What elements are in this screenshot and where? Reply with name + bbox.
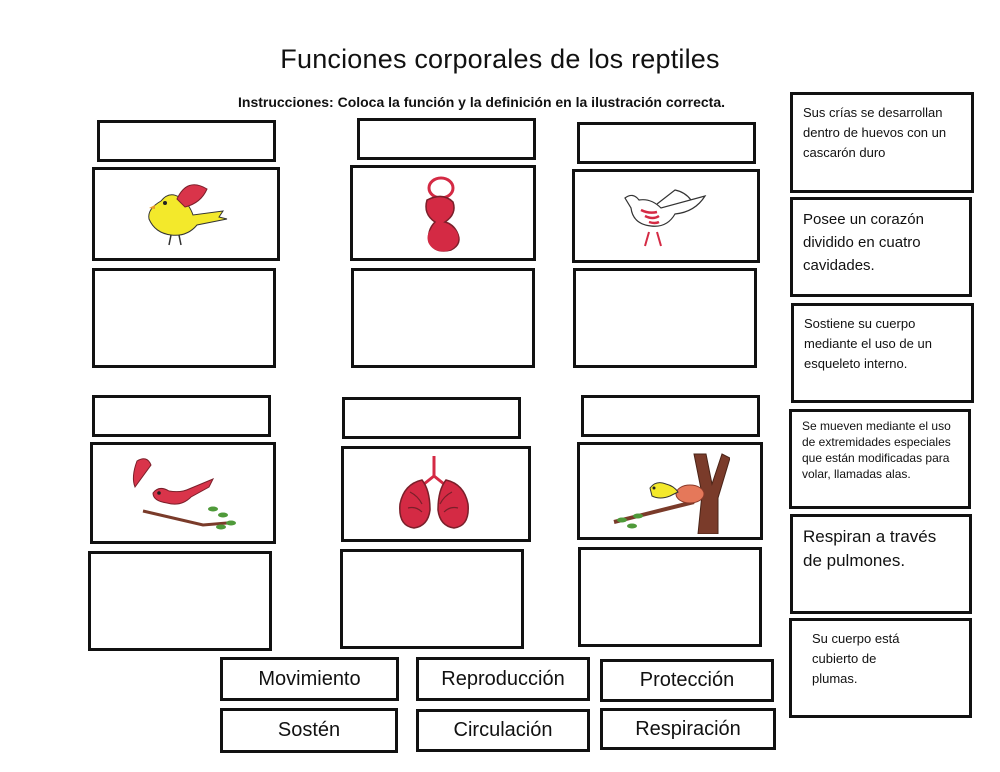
definition-card-2[interactable]: Posee un corazón dividido en cuatro cavi…: [790, 197, 972, 297]
lungs-icon: [399, 456, 469, 529]
function-slot-3[interactable]: [577, 122, 756, 164]
illustration-heart: [350, 165, 536, 261]
function-card-circulacion[interactable]: Circulación: [416, 709, 590, 752]
function-slot-1[interactable]: [97, 120, 276, 162]
illustration-nest: [577, 442, 763, 540]
definition-card-4[interactable]: Se mueven mediante el uso de extremidade…: [789, 409, 971, 509]
function-slot-6[interactable]: [581, 395, 760, 437]
red-bird-feather-icon: [132, 458, 236, 530]
definition-slot-1[interactable]: [92, 268, 276, 368]
illustration-yellow-bird: [92, 167, 280, 261]
function-card-sosten[interactable]: Sostén: [220, 708, 398, 753]
definition-card-6[interactable]: Su cuerpo está cubierto de plumas.: [789, 618, 972, 718]
function-card-respiracion[interactable]: Respiración: [600, 708, 776, 750]
definition-slot-4[interactable]: [88, 551, 272, 651]
definition-slot-3[interactable]: [573, 268, 757, 368]
definition-card-1[interactable]: Sus crías se desarrollan dentro de huevo…: [790, 92, 974, 193]
heart-circulation-icon: [425, 176, 460, 252]
bird-nest-icon: [613, 453, 730, 534]
definition-card-5[interactable]: Respiran a través de pulmones.: [790, 514, 972, 614]
illustration-skeleton: [572, 169, 760, 263]
instructions: Instrucciones: Coloca la función y la de…: [238, 94, 726, 110]
definition-slot-2[interactable]: [351, 268, 535, 368]
definition-slot-6[interactable]: [578, 547, 762, 647]
page-title: Funciones corporales de los reptiles: [280, 44, 720, 74]
illustration-lungs: [341, 446, 531, 542]
yellow-bird-icon: [148, 184, 228, 246]
function-card-proteccion[interactable]: Protección: [600, 659, 774, 702]
definition-slot-5[interactable]: [340, 549, 524, 649]
illustration-red-bird: [90, 442, 276, 544]
function-slot-4[interactable]: [92, 395, 271, 437]
function-slot-5[interactable]: [342, 397, 521, 439]
function-card-movimiento[interactable]: Movimiento: [220, 657, 399, 701]
definition-card-3[interactable]: Sostiene su cuerpo mediante el uso de un…: [791, 303, 974, 403]
function-slot-2[interactable]: [357, 118, 536, 160]
function-card-reproduccion[interactable]: Reproducción: [416, 657, 590, 701]
bird-skeleton-icon: [624, 189, 707, 247]
